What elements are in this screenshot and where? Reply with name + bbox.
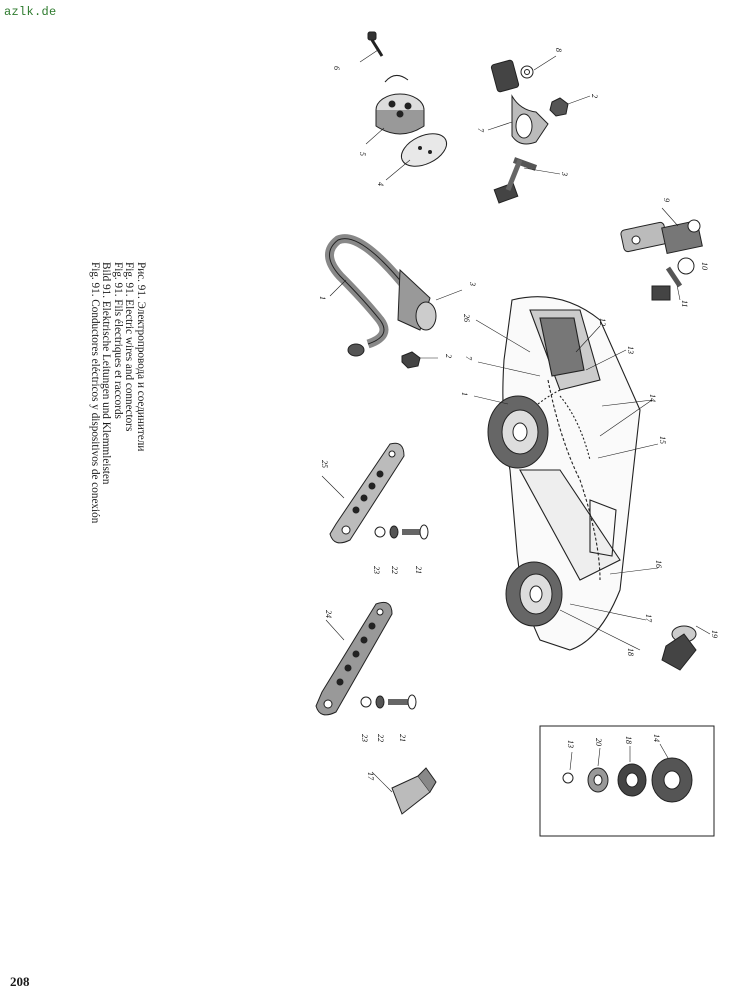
page-number: 208 — [10, 974, 30, 989]
label-4: 4 — [376, 182, 385, 186]
label-26: 26 — [462, 314, 471, 322]
label-18a: 18 — [626, 648, 635, 656]
caption-russian: Рис. 91. Электропровода и соединители — [135, 262, 147, 452]
sleeve-part-17 — [371, 767, 437, 815]
label-10: 10 — [700, 262, 709, 270]
label-25: 25 — [320, 460, 329, 468]
terminal-assembly-top — [487, 55, 591, 204]
label-21b: 21 — [398, 734, 407, 742]
label-5: 5 — [358, 152, 367, 156]
label-12: 12 — [598, 318, 607, 326]
label-21a: 21 — [414, 566, 423, 574]
label-24: 24 — [324, 610, 333, 618]
disc-part-4 — [385, 133, 448, 181]
label-1a: 1 — [318, 296, 327, 300]
label-13a: 13 — [626, 346, 635, 354]
label-3b: 3 — [468, 281, 477, 286]
label-18b: 18 — [624, 736, 633, 744]
front-wheel — [487, 395, 549, 469]
label-14b: 14 — [652, 734, 661, 742]
caption-english: Fig. 91. Electric wires and connectors — [123, 262, 136, 432]
terminal-strip-part-24 — [315, 601, 417, 716]
label-8: 8 — [554, 48, 563, 52]
label-20: 20 — [594, 738, 603, 746]
label-2a: 2 — [590, 94, 599, 98]
caption-german: Bild 91. Elektrische Leitungen und Klemm… — [100, 262, 113, 485]
inset-box-grommets — [539, 725, 715, 837]
figure-caption: Рис. 91. Электропровода и соединители Fi… — [86, 262, 147, 592]
label-2b: 2 — [444, 354, 453, 358]
terminal-strip-part-25 — [321, 442, 429, 544]
label-23a: 23 — [372, 566, 381, 574]
label-17b: 17 — [366, 772, 375, 781]
label-19: 19 — [710, 630, 719, 638]
battery-cable-part-1 — [325, 234, 463, 369]
label-22b: 22 — [376, 734, 385, 742]
label-22a: 22 — [390, 566, 399, 574]
label-3a: 3 — [560, 171, 569, 176]
label-23b: 23 — [360, 734, 369, 742]
caption-spanish: Fig. 91. Conductores eléctricos y dispos… — [89, 262, 101, 524]
part-number-labels: 6 5 4 8 2 7 3 9 10 11 1 3 2 26 12 7 13 1… — [318, 48, 719, 781]
label-13b: 13 — [566, 740, 575, 748]
car-leader-lines — [473, 319, 659, 651]
rear-wheel — [505, 561, 563, 627]
bracket-assembly-9-10-11 — [620, 207, 703, 301]
label-16: 16 — [654, 560, 663, 568]
label-15: 15 — [658, 436, 667, 444]
connector-part-5 — [365, 75, 425, 145]
label-6: 6 — [332, 66, 341, 70]
label-7b: 7 — [464, 356, 473, 361]
label-11: 11 — [680, 300, 689, 307]
label-1b: 1 — [460, 392, 469, 396]
label-14a: 14 — [648, 394, 657, 402]
watermark: azlk.de — [4, 5, 57, 19]
label-9: 9 — [662, 198, 671, 202]
label-7a: 7 — [476, 128, 485, 133]
grommet-part-19 — [661, 625, 711, 671]
label-17a: 17 — [644, 614, 653, 623]
caption-french: Fig. 91. Fils électriques et raccords — [112, 262, 124, 419]
screw-part-6 — [359, 31, 384, 63]
